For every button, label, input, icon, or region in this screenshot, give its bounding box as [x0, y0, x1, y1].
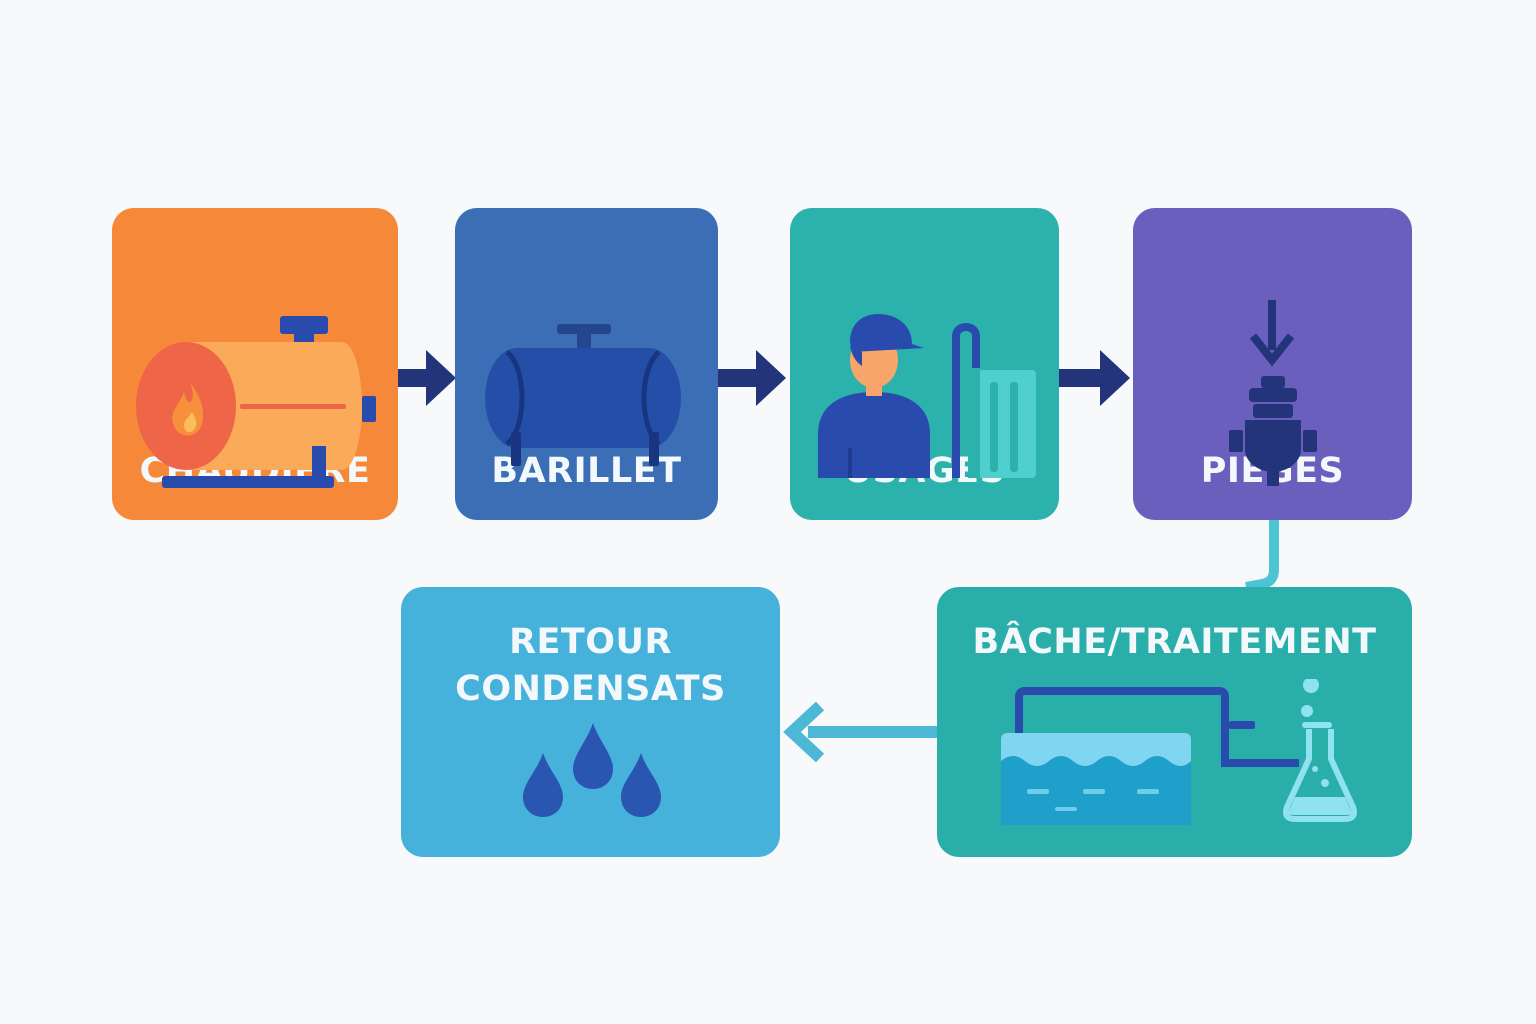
water-drops-icon: [523, 723, 661, 817]
pipe-pieges-to-bache: [1245, 518, 1279, 592]
step-pieges: PIÈGES: [1133, 208, 1412, 520]
arrow-usages-to-pieges: [1059, 350, 1130, 406]
steam-header-tank-icon: [485, 324, 681, 466]
step-bache-label: BÂCHE/TRAITEMENT: [972, 622, 1377, 662]
step-barillet: BARILLET: [455, 208, 718, 520]
boiler-icon: [136, 316, 376, 488]
tank-and-flask-icon: [1001, 679, 1357, 825]
arrow-barillet-to-usages: [718, 350, 786, 406]
steam-trap-icon: [1229, 300, 1317, 486]
step-retour-condensats: RETOUR CONDENSATS: [401, 587, 780, 857]
step-usages: USAGES: [790, 208, 1059, 520]
arrow-bache-to-retour: [783, 701, 938, 763]
step-bache-traitement: BÂCHE/TRAITEMENT: [937, 587, 1412, 857]
step-retour-label-line2: CONDENSATS: [455, 669, 726, 709]
arrow-chaudiere-to-barillet: [398, 350, 456, 406]
step-retour-label-line1: RETOUR: [509, 622, 672, 662]
worker-and-equipment-icon: [818, 314, 1036, 478]
step-chaudiere: CHAUDIÈRE: [112, 208, 398, 520]
